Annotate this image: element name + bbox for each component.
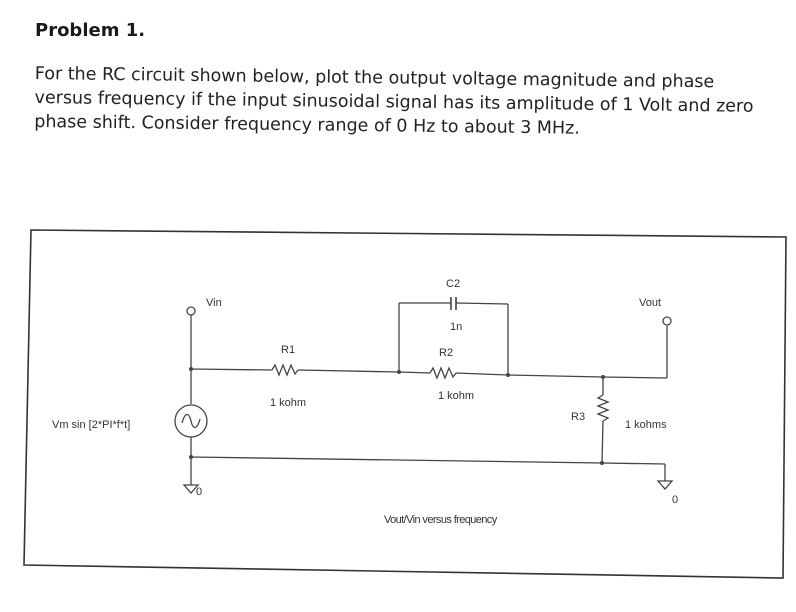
- wire-vout-horizontal: [602, 376, 668, 379]
- r1-value: 1 kohm: [270, 397, 306, 409]
- c2-name: C2: [446, 278, 460, 290]
- wire-top-mid: [297, 369, 400, 373]
- ground-left-label: 0: [196, 486, 202, 498]
- vout-terminal: [662, 316, 672, 326]
- wire-r2-right: [455, 372, 509, 376]
- diagram-caption: Vout/Vin versus frequency: [384, 514, 498, 526]
- diagram-frame: [23, 229, 787, 579]
- ground-left-icon: [182, 484, 200, 494]
- r3-name: R3: [571, 411, 585, 423]
- ground-right-icon: [656, 480, 674, 490]
- vin-terminal: [186, 306, 196, 316]
- wire-c2-right: [455, 302, 509, 305]
- problem-heading: Problem 1.: [35, 20, 146, 41]
- r2-name: R2: [439, 347, 453, 359]
- r1-name: R1: [281, 344, 295, 356]
- vin-label: Vin: [206, 297, 222, 309]
- sine-wave-icon: [181, 413, 201, 429]
- wire-top-right: [507, 374, 604, 378]
- vout-label: Vout: [639, 297, 661, 309]
- wire-bottom: [190, 456, 603, 464]
- ground-right-label: 0: [672, 494, 678, 506]
- source-label: Vm sin [2*PI*f*t]: [52, 419, 130, 431]
- r1-resistor: [271, 363, 299, 377]
- wire-r3-bottom: [601, 420, 604, 464]
- wire-top-left: [190, 368, 273, 371]
- r2-value: 1 kohm: [438, 390, 474, 402]
- r3-value: 1 kohms: [625, 419, 667, 431]
- r3-resistor: [596, 394, 610, 422]
- wire-bottom-right: [601, 462, 666, 465]
- wire-r2-left: [398, 371, 431, 374]
- c2-value: 1n: [450, 321, 462, 333]
- r2-resistor: [429, 366, 457, 380]
